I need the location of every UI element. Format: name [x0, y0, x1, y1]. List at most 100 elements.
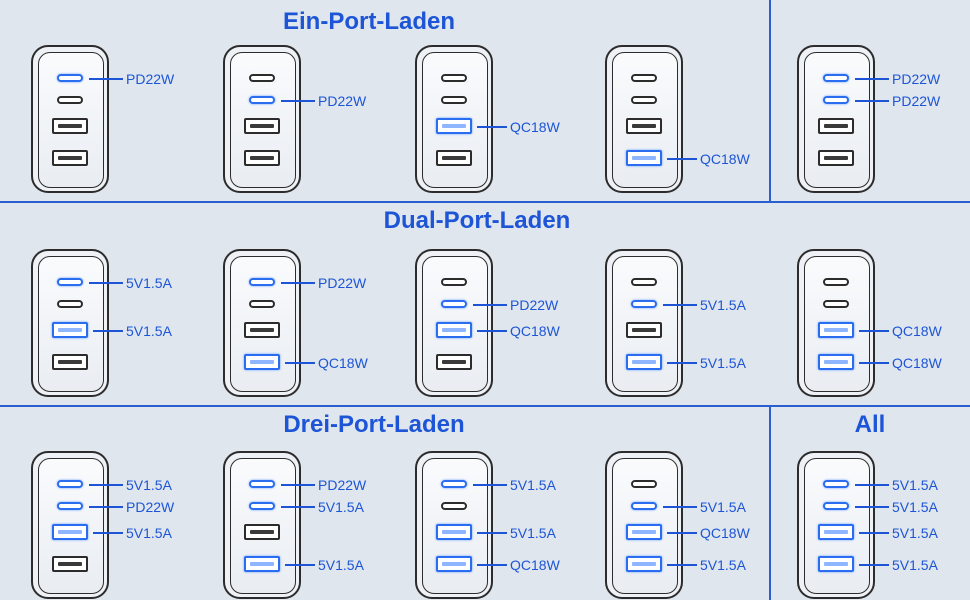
port-output-label: PD22W — [318, 275, 367, 291]
usb-c-port-icon — [631, 502, 657, 510]
usb-c-port-icon — [57, 96, 83, 104]
charger-r1-c4 — [605, 45, 683, 193]
usb-a-port-icon — [436, 524, 472, 540]
charger-r3-c2 — [223, 451, 301, 599]
usb-a-port-icon — [52, 118, 88, 134]
usb-c-port-icon — [631, 74, 657, 82]
usb-a-port-icon — [436, 556, 472, 572]
leader-line — [285, 564, 315, 566]
leader-line — [473, 484, 507, 486]
usb-a-port-icon — [818, 322, 854, 338]
usb-c-port-icon — [249, 502, 275, 510]
usb-c-port-icon — [823, 300, 849, 308]
charger-r1-c2 — [223, 45, 301, 193]
port-output-label: 5V1.5A — [318, 499, 364, 515]
usb-c-port-icon — [57, 502, 83, 510]
leader-line — [281, 282, 315, 284]
leader-line — [859, 564, 889, 566]
leader-line — [477, 532, 507, 534]
usb-a-port-icon — [436, 354, 472, 370]
leader-line — [93, 330, 123, 332]
port-output-label: PD22W — [126, 71, 175, 87]
usb-a-port-icon — [52, 556, 88, 572]
leader-line — [855, 484, 889, 486]
usb-a-port-icon — [244, 118, 280, 134]
usb-a-port-icon — [818, 524, 854, 540]
usb-c-port-icon — [823, 96, 849, 104]
usb-c-port-icon — [823, 480, 849, 488]
usb-c-port-icon — [57, 300, 83, 308]
divider-ein-port — [769, 0, 771, 203]
usb-a-port-icon — [626, 322, 662, 338]
leader-line — [285, 362, 315, 364]
charger-r3-c1 — [31, 451, 109, 599]
usb-c-port-icon — [441, 74, 467, 82]
port-output-label: PD22W — [126, 499, 175, 515]
leader-line — [667, 362, 697, 364]
charger-r2-c2 — [223, 249, 301, 397]
port-output-label: PD22W — [892, 93, 941, 109]
leader-line — [473, 304, 507, 306]
port-output-label: 5V1.5A — [126, 275, 172, 291]
usb-a-port-icon — [244, 322, 280, 338]
usb-a-port-icon — [626, 150, 662, 166]
port-output-label: 5V1.5A — [700, 557, 746, 573]
usb-c-port-icon — [631, 300, 657, 308]
charger-r2-c4 — [605, 249, 683, 397]
usb-c-port-icon — [441, 278, 467, 286]
port-output-label: QC18W — [892, 355, 942, 371]
port-output-label: QC18W — [700, 151, 750, 167]
port-output-label: QC18W — [700, 525, 750, 541]
leader-line — [667, 532, 697, 534]
section-title-ein-port: Ein-Port-Laden — [283, 8, 455, 35]
leader-line — [667, 564, 697, 566]
usb-c-port-icon — [249, 278, 275, 286]
usb-c-port-icon — [249, 96, 275, 104]
port-output-label: 5V1.5A — [892, 499, 938, 515]
usb-a-port-icon — [626, 556, 662, 572]
section-title-all: All — [854, 411, 886, 438]
leader-line — [281, 506, 315, 508]
leader-line — [281, 100, 315, 102]
port-output-label: QC18W — [510, 323, 560, 339]
port-output-label: PD22W — [892, 71, 941, 87]
charger-body — [605, 451, 683, 599]
port-output-label: PD22W — [510, 297, 559, 313]
leader-line — [855, 78, 889, 80]
port-output-label: QC18W — [510, 557, 560, 573]
leader-line — [93, 532, 123, 534]
usb-c-port-icon — [441, 300, 467, 308]
usb-c-port-icon — [823, 278, 849, 286]
usb-a-port-icon — [626, 354, 662, 370]
usb-c-port-icon — [631, 278, 657, 286]
port-output-label: 5V1.5A — [892, 477, 938, 493]
leader-line — [855, 506, 889, 508]
usb-a-port-icon — [244, 354, 280, 370]
usb-c-port-icon — [823, 74, 849, 82]
divider-bottom-row — [0, 405, 970, 407]
port-output-label: 5V1.5A — [318, 557, 364, 573]
usb-c-port-icon — [441, 502, 467, 510]
usb-c-port-icon — [631, 96, 657, 104]
charger-r1-c3 — [415, 45, 493, 193]
usb-a-port-icon — [244, 524, 280, 540]
usb-c-port-icon — [823, 502, 849, 510]
leader-line — [477, 564, 507, 566]
charger-body — [415, 249, 493, 397]
usb-a-port-icon — [626, 524, 662, 540]
usb-a-port-icon — [818, 150, 854, 166]
usb-c-port-icon — [249, 74, 275, 82]
section-title-dual-port: Dual-Port-Laden — [383, 207, 571, 234]
leader-line — [477, 126, 507, 128]
usb-c-port-icon — [249, 480, 275, 488]
port-output-label: QC18W — [510, 119, 560, 135]
usb-a-port-icon — [818, 118, 854, 134]
usb-c-port-icon — [57, 278, 83, 286]
port-output-label: PD22W — [318, 93, 367, 109]
leader-line — [859, 362, 889, 364]
charger-r2-c1 — [31, 249, 109, 397]
port-output-label: PD22W — [318, 477, 367, 493]
usb-a-port-icon — [52, 150, 88, 166]
usb-a-port-icon — [436, 118, 472, 134]
leader-line — [859, 532, 889, 534]
